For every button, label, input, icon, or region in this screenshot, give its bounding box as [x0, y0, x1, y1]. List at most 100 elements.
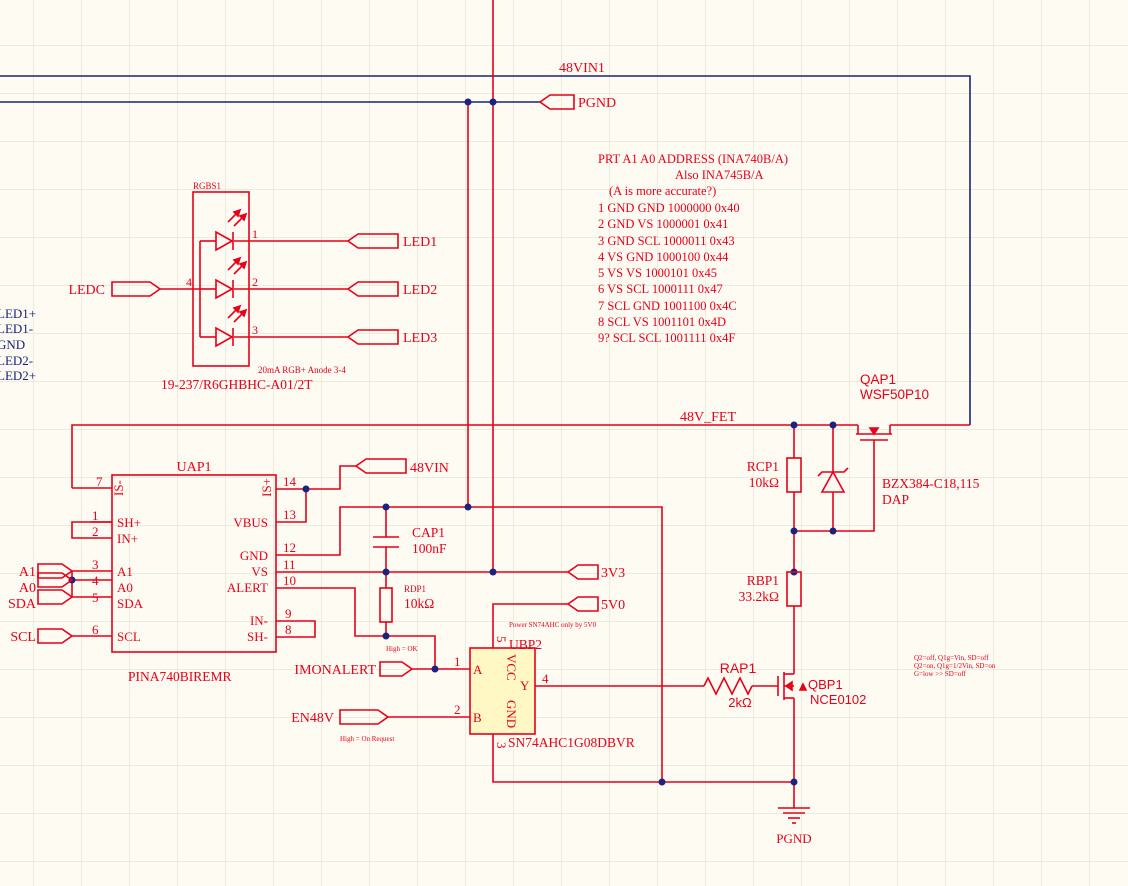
address-row: 7 SCL GND 1001100 0x4C	[598, 299, 737, 313]
led2-port[interactable]	[346, 281, 399, 297]
wire-in-sh[interactable]	[276, 620, 316, 638]
3v3-port[interactable]	[566, 564, 599, 580]
net-48v-fet-label: 48V_FET	[680, 410, 736, 425]
junction-dot	[790, 778, 798, 786]
qap1-part: WSF50P10	[860, 387, 929, 402]
rcp1-symbol[interactable]	[786, 457, 802, 493]
ina740-part: PINA740BIREMR	[128, 669, 232, 684]
sda-port[interactable]	[37, 589, 74, 605]
led1-port[interactable]	[346, 233, 399, 249]
rcp1-designator: RCP1	[747, 459, 779, 474]
led3-port[interactable]	[346, 329, 399, 345]
zener-symbol[interactable]	[817, 467, 849, 493]
net-sda-label: SDA	[8, 597, 37, 612]
fragment-led1-plus: LED1+	[0, 306, 36, 321]
ina740-pin-name: GND	[240, 548, 268, 563]
ina740-pin-num: 12	[283, 540, 296, 555]
gate-body[interactable]	[469, 647, 536, 735]
rgb-led-pin3: 3	[252, 323, 258, 337]
fet-note-line1: Q2=off, Q1g=Vin, SD=off	[914, 654, 989, 662]
zener-part: BZX384-C18,115	[882, 476, 980, 491]
fragment-led1-minus: LED1-	[0, 321, 33, 336]
fet-note-line3: G=low >> SD=off	[914, 670, 966, 678]
junction-dot	[382, 568, 390, 576]
rbp1-symbol[interactable]	[786, 571, 802, 607]
rgb-led-pin1: 1	[252, 227, 258, 241]
ina740-pin-name: IN-	[250, 613, 268, 628]
cap1-symbol[interactable]	[373, 536, 399, 548]
net-3v3-label: 3V3	[601, 566, 625, 581]
net-5v0-label: 5V0	[601, 598, 625, 613]
address-row: 3 GND SCL 1000011 0x43	[598, 234, 735, 248]
ina740-pin-name: SH-	[247, 629, 268, 644]
rgb-led-symbol[interactable]	[192, 191, 250, 367]
qap1-designator: QAP1	[860, 372, 896, 387]
5v0-port[interactable]	[566, 596, 599, 612]
scl-port[interactable]	[37, 628, 74, 644]
gate-pin-num-4: 4	[542, 671, 549, 686]
net-led3-label: LED3	[403, 331, 437, 346]
rap1-symbol[interactable]	[703, 676, 753, 696]
gate-pin-num-5: 5	[494, 636, 509, 643]
ina740-pin-name: SDA	[117, 596, 144, 611]
wire-gate-gnd[interactable]	[492, 734, 794, 783]
ina740-pin-num: 10	[283, 573, 296, 588]
net-pgnd-label: PGND	[578, 96, 616, 111]
gate-pin-a: A	[473, 662, 483, 677]
rdp1-symbol[interactable]	[379, 587, 393, 623]
rbp1-designator: RBP1	[747, 573, 779, 588]
a0-port[interactable]	[37, 572, 74, 588]
net-led2-label: LED2	[403, 283, 437, 298]
ina740-body[interactable]	[111, 474, 277, 653]
ina740-pin-name: SCL	[117, 629, 141, 644]
fragment-led2-minus: LED2-	[0, 353, 33, 368]
rbp1-value: 33.2kΩ	[739, 589, 779, 604]
gate-designator: UBP2	[509, 637, 542, 652]
ledc-port[interactable]	[111, 281, 162, 297]
qap1-symbol[interactable]	[856, 425, 892, 446]
gate-pin-vcc: VCC	[504, 654, 519, 681]
ina740-pin-name: A0	[117, 580, 133, 595]
ina740-pin-num: 1	[92, 508, 99, 523]
junction-dot	[829, 421, 837, 429]
pgnd-port[interactable]	[538, 94, 575, 110]
ina740-pin-num: 8	[285, 622, 292, 637]
wire-ina-gnd[interactable]	[276, 506, 663, 782]
wire-gate-return[interactable]	[794, 446, 875, 532]
en48v-port[interactable]	[339, 709, 390, 725]
wire-alert[interactable]	[276, 587, 436, 669]
junction-dot	[464, 98, 472, 106]
ina740-pin-name: IS-	[111, 480, 126, 496]
qbp1-symbol[interactable]	[777, 668, 808, 704]
en-note: High = On Request	[340, 735, 394, 743]
gate-part: SN74AHC1G08DBVR	[508, 735, 635, 750]
address-row: 4 VS GND 1000100 0x44	[598, 250, 729, 264]
address-row: 2 GND VS 1000001 0x41	[598, 217, 728, 231]
rcp1-value: 10kΩ	[749, 475, 779, 490]
connector-fragment-labels: LED1+ LED1- GND LED2- LED2+	[0, 306, 36, 383]
wire-48vin1-bus[interactable]	[0, 75, 971, 425]
ina740-pin-name: VS	[251, 564, 268, 579]
wire-5v0[interactable]	[492, 603, 568, 648]
rdp1-designator: RDP1	[404, 584, 426, 594]
net-a1-label: A1	[19, 565, 36, 580]
gate-note: Power SN74AHC only by 5V0	[509, 621, 597, 629]
junctions	[68, 98, 837, 786]
wire-48v-fet[interactable]	[71, 424, 858, 488]
48vin-port[interactable]	[354, 458, 407, 474]
address-row: 6 VS SCL 1000111 0x47	[598, 282, 723, 296]
rgb-led-pin4: 4	[186, 275, 192, 289]
cap1-designator: CAP1	[412, 525, 445, 540]
junction-dot	[790, 527, 798, 535]
net-48vin1-label: 48VIN1	[559, 61, 605, 76]
wire-vbus[interactable]	[276, 489, 307, 523]
ina740-pin-num: 5	[92, 590, 99, 605]
junction-dot	[431, 665, 439, 673]
ina740-pin-num: 13	[283, 507, 296, 522]
address-row: 9? SCL SCL 1001111 0x4F	[598, 331, 735, 345]
led1-diode	[215, 230, 234, 252]
rap1-value: 2kΩ	[728, 695, 752, 710]
led-emission-arrows	[227, 208, 248, 323]
ina740-pin-num: 3	[92, 557, 99, 572]
imonalert-port[interactable]	[379, 661, 414, 677]
